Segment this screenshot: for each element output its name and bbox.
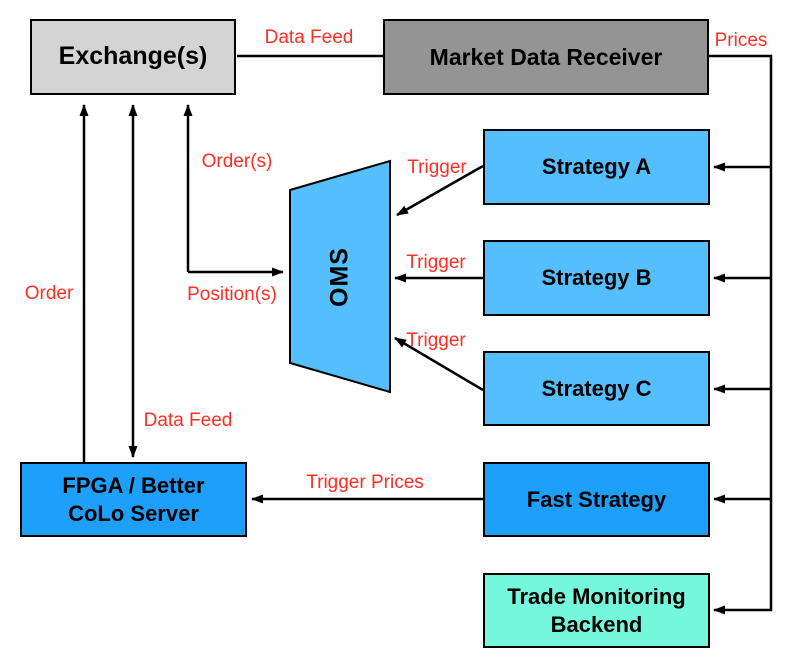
node-strategy-a: Strategy A: [483, 129, 710, 205]
edge-label-data-feed-top: Data Feed: [264, 27, 354, 48]
node-market-data-receiver: Market Data Receiver: [383, 19, 709, 95]
node-trade-monitoring-backend: Trade Monitoring Backend: [483, 573, 710, 648]
node-trade-monitoring-backend-line2: Backend: [550, 611, 643, 637]
edge-trigger-a: [396, 164, 484, 217]
edge-label-prices: Prices: [714, 30, 768, 51]
node-fast-strategy: Fast Strategy: [483, 462, 710, 537]
edge-prices-trunk: [709, 54, 773, 615]
edge-label-trigger-a: Trigger: [407, 157, 467, 178]
node-fpga-colo-server: FPGA / Better CoLo Server: [20, 462, 247, 537]
edge-label-order: Order: [24, 283, 74, 304]
node-strategy-a-label: Strategy A: [541, 154, 652, 180]
node-trade-monitoring-backend-line1: Trade Monitoring: [507, 584, 686, 609]
node-oms-label: OMS: [325, 247, 354, 307]
node-strategy-b-label: Strategy B: [541, 265, 652, 291]
edge-label-positions: Position(s): [187, 284, 277, 305]
node-oms-shape: [289, 159, 391, 394]
node-exchange: Exchange(s): [30, 19, 236, 95]
node-strategy-c: Strategy C: [483, 351, 710, 426]
edge-label-trigger-b: Trigger: [406, 252, 466, 273]
edge-label-trigger-prices: Trigger Prices: [306, 472, 424, 493]
node-market-data-receiver-label: Market Data Receiver: [429, 43, 663, 70]
node-strategy-b: Strategy B: [483, 240, 710, 316]
node-fast-strategy-label: Fast Strategy: [526, 486, 667, 512]
node-fpga-colo-server-line2: CoLo Server: [68, 500, 199, 526]
node-fpga-colo-server-line1: FPGA / Better: [62, 473, 205, 498]
node-strategy-c-label: Strategy C: [541, 375, 652, 401]
edge-label-orders: Order(s): [201, 151, 273, 172]
edge-label-data-feed-left: Data Feed: [143, 410, 233, 431]
edge-label-trigger-c: Trigger: [406, 330, 466, 351]
node-exchange-label: Exchange(s): [58, 42, 208, 71]
edge-trigger-c: [394, 336, 484, 392]
